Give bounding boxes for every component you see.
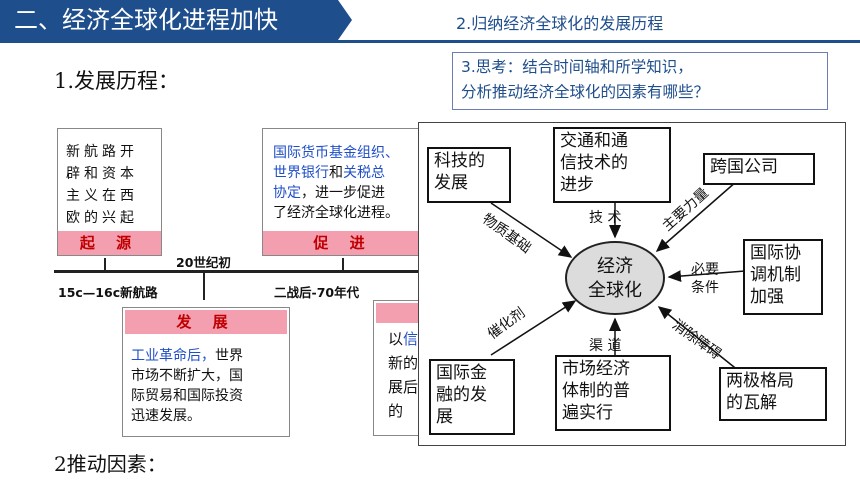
factor-line: 遍实行 (562, 403, 613, 423)
hub-line: 经济 (597, 256, 633, 277)
label-technology: 技 术 (589, 210, 622, 226)
label-necessary-2: 条件 (691, 280, 719, 296)
task-3-line1: 3.思考：结合时间轴和所学知识， (461, 58, 693, 76)
origin-line: 新航路开 (66, 144, 138, 160)
origin-line: 主义在西 (66, 188, 138, 204)
origin-tag: 起 源 (58, 231, 161, 255)
partial-line: 展后 (388, 378, 419, 396)
timeline-tick (104, 258, 106, 272)
header-divider (0, 40, 860, 43)
factor-line: 加强 (750, 287, 784, 307)
factor-line: 发展 (434, 173, 468, 193)
partial-text: 信 (403, 330, 419, 348)
partial-tag (376, 303, 419, 323)
develop-tag: 发 展 (125, 310, 287, 334)
label-channel: 渠 道 (589, 338, 622, 354)
factor-line: 市场经济 (562, 359, 630, 379)
promote-text: 和 (329, 165, 343, 181)
task-2: 2.归纳经济全球化的发展历程 (456, 14, 664, 33)
factor-line: 交通和通 (560, 131, 628, 151)
hub-economic-globalization: 经济 全球化 (565, 241, 665, 315)
factor-bipolar: 两极格局 的瓦解 (719, 367, 827, 421)
section-2-heading: 2推动因素： (54, 452, 167, 476)
promote-line: 国际货币基金组织、 (273, 145, 399, 161)
timeline-card-develop: 发 展 工业革命后，世界 市场不断扩大，国 际贸易和国际投资 迅速发展。 (122, 307, 290, 437)
timeline-card-origin: 新航路开 辟和资本 主义在西 欧的兴起 起 源 (57, 128, 162, 256)
banner-title: 二、经济全球化进程加快 (14, 6, 278, 34)
promote-text: 协定 (273, 185, 301, 201)
section-banner: 二、经济全球化进程加快 (0, 0, 352, 40)
arrow-coordination (667, 270, 746, 283)
factor-multinational: 跨国公司 (703, 153, 815, 185)
promote-text: 世界银行 (273, 165, 329, 181)
task-3-box: 3.思考：结合时间轴和所学知识， 分析推动经济全球化的因素有哪些？ (452, 52, 828, 110)
factor-tech: 科技的 发展 (427, 147, 511, 203)
origin-line: 欧的兴起 (66, 210, 138, 226)
factors-diagram: 经济 全球化 科技的 发展 交通和通 信技术的 进步 跨国公司 国际协 调机制 … (418, 122, 846, 446)
develop-text: 工业革命后， (131, 348, 215, 364)
promote-line: 了经济全球化进程。 (273, 205, 399, 221)
factor-line: 国际金 (436, 363, 487, 383)
promote-tag: 促 进 (263, 231, 423, 255)
develop-line: 市场不断扩大，国 (131, 368, 243, 384)
develop-text: 世界 (215, 348, 243, 364)
factor-market: 市场经济 体制的普 遍实行 (555, 355, 671, 431)
factor-line: 的瓦解 (726, 393, 777, 413)
timeline-card-promote: 国际货币基金组织、 世界银行和关税总 协定，进一步促进 了经济全球化进程。 促 … (262, 128, 423, 256)
factor-line: 展 (436, 407, 453, 427)
promote-text: 关税总 (343, 165, 385, 181)
timeline-card-partial: 以信 新的 展后 的 (373, 300, 419, 436)
timeline-label-15c: 15c—16c新航路 (58, 285, 158, 300)
factor-line: 科技的 (434, 151, 485, 171)
timeline-tick (342, 258, 344, 272)
factor-finance: 国际金 融的发 展 (429, 359, 515, 435)
timeline-tick (203, 272, 205, 300)
factor-line: 体制的普 (562, 381, 630, 401)
label-necessary-1: 必要 (691, 262, 719, 278)
factor-line: 国际协 (750, 243, 801, 263)
partial-line: 新的 (388, 354, 419, 372)
promote-text: ，进一步促进 (301, 185, 385, 201)
partial-line: 的 (388, 402, 404, 420)
factor-transport: 交通和通 信技术的 进步 (553, 127, 671, 203)
arrow-multinational (655, 180, 738, 252)
arrow-tech (490, 202, 573, 258)
factor-line: 两极格局 (726, 371, 794, 391)
partial-text: 以 (388, 330, 404, 348)
origin-line: 辟和资本 (66, 166, 138, 182)
factor-line: 跨国公司 (710, 157, 778, 177)
task-3-line2: 分析推动经济全球化的因素有哪些？ (461, 83, 710, 101)
factor-line: 融的发 (436, 385, 487, 405)
timeline-axis (54, 270, 450, 273)
develop-line: 际贸易和国际投资 (131, 388, 243, 404)
hub-line: 全球化 (588, 280, 642, 301)
factor-line: 调机制 (750, 265, 801, 285)
timeline-label-postwar: 二战后-70年代 (274, 285, 360, 300)
arrow-finance (490, 300, 577, 356)
factor-line: 信技术的 (560, 153, 628, 173)
factor-coordination: 国际协 调机制 加强 (743, 239, 823, 315)
section-1-heading: 1.发展历程： (54, 69, 180, 93)
timeline-label-20c: 20世纪初 (176, 255, 231, 270)
factor-line: 进步 (560, 175, 594, 195)
develop-line: 迅速发展。 (131, 408, 201, 424)
